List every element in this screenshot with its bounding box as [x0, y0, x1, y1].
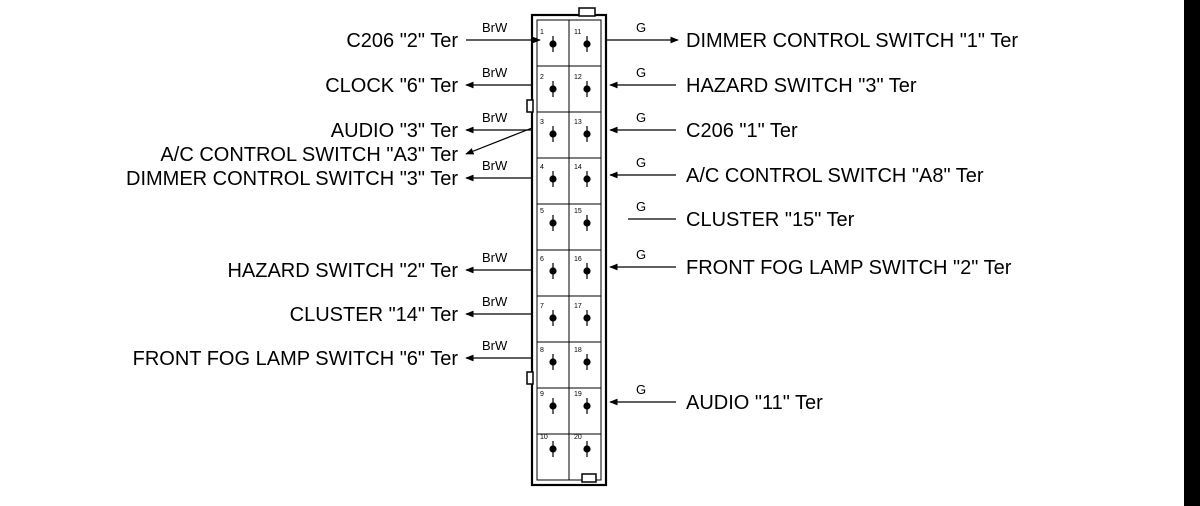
left-label-4: A/C CONTROL SWITCH "A3" Ter [160, 144, 458, 166]
pin-dot-16 [583, 267, 591, 275]
pin-dot-14 [583, 175, 591, 183]
left-wire-color-2: BrW [482, 65, 508, 80]
left-label-5: DIMMER CONTROL SWITCH "3" Ter [126, 168, 458, 190]
pin-dot-1 [549, 40, 557, 48]
left-wire-color-3: BrW [482, 110, 508, 125]
right-wire-color-3: G [636, 110, 646, 125]
pin-number-8: 8 [540, 347, 544, 354]
left-wire-color-7: BrW [482, 294, 508, 309]
pin-dot-19 [583, 402, 591, 410]
right-wire-color-5: G [636, 199, 646, 214]
pin-dot-9 [549, 402, 557, 410]
pin-number-9: 9 [540, 391, 544, 398]
pin-dot-20 [583, 445, 591, 453]
pin-number-4: 4 [540, 164, 544, 171]
left-label-8: FRONT FOG LAMP SWITCH "6" Ter [133, 348, 459, 370]
pin-number-15: 15 [574, 208, 582, 215]
right-wire-color-2: G [636, 65, 646, 80]
pin-number-1: 1 [540, 29, 544, 36]
pin-dot-10 [549, 445, 557, 453]
right-label-6: FRONT FOG LAMP SWITCH "2" Ter [686, 257, 1012, 279]
scan-edge-bar [1184, 0, 1200, 506]
pin-dot-18 [583, 358, 591, 366]
right-wire-color-7: G [636, 382, 646, 397]
pin-number-7: 7 [540, 303, 544, 310]
right-label-2: HAZARD SWITCH "3" Ter [686, 75, 917, 97]
pin-dot-15 [583, 219, 591, 227]
right-label-5: CLUSTER "15" Ter [686, 209, 855, 231]
pin-dot-7 [549, 314, 557, 322]
right-label-7: AUDIO "11" Ter [686, 392, 823, 414]
connector-side-key-lower [526, 371, 534, 385]
right-label-4: A/C CONTROL SWITCH "A8" Ter [686, 165, 984, 187]
left-label-2: CLOCK "6" Ter [325, 75, 458, 97]
left-label-7: CLUSTER "14" Ter [290, 304, 459, 326]
pin-number-16: 16 [574, 256, 582, 263]
left-wire-color-8: BrW [482, 338, 508, 353]
pin-number-13: 13 [574, 119, 582, 126]
pin-number-17: 17 [574, 303, 582, 310]
pin-number-19: 19 [574, 391, 582, 398]
right-wire-color-4: G [636, 155, 646, 170]
pin-number-5: 5 [540, 208, 544, 215]
pin-dot-12 [583, 85, 591, 93]
left-wire-4 [465, 127, 533, 155]
pin-dot-2 [549, 85, 557, 93]
right-label-1: DIMMER CONTROL SWITCH "1" Ter [686, 30, 1018, 52]
pin-number-11: 11 [574, 29, 581, 36]
pin-dot-13 [583, 130, 591, 138]
pin-number-10: 10 [540, 434, 548, 441]
pin-dot-5 [549, 219, 557, 227]
pin-dot-6 [549, 267, 557, 275]
left-wire-color-5: BrW [482, 158, 508, 173]
pin-dot-11 [583, 40, 591, 48]
pin-number-12: 12 [574, 74, 582, 81]
pin-dot-17 [583, 314, 591, 322]
connector-outer-frame [530, 13, 608, 487]
pin-number-6: 6 [540, 256, 544, 263]
left-wire-color-1: BrW [482, 20, 508, 35]
right-wire-color-6: G [636, 247, 646, 262]
right-wire-color-1: G [636, 20, 646, 35]
connector-side-key-upper [526, 99, 534, 113]
left-wire-color-6: BrW [482, 250, 508, 265]
pin-number-3: 3 [540, 119, 544, 126]
left-label-1: C206 "2" Ter [346, 30, 458, 52]
connector-top-latch [578, 7, 596, 17]
left-label-6: HAZARD SWITCH "2" Ter [227, 260, 458, 282]
connector-bottom-latch [581, 473, 597, 483]
pin-number-18: 18 [574, 347, 582, 354]
right-label-3: C206 "1" Ter [686, 120, 798, 142]
pin-dot-3 [549, 130, 557, 138]
pin-dot-8 [549, 358, 557, 366]
pin-dot-4 [549, 175, 557, 183]
pin-number-2: 2 [540, 74, 544, 81]
pin-number-20: 20 [574, 434, 582, 441]
left-label-3: AUDIO "3" Ter [331, 120, 459, 142]
pin-number-14: 14 [574, 164, 582, 171]
